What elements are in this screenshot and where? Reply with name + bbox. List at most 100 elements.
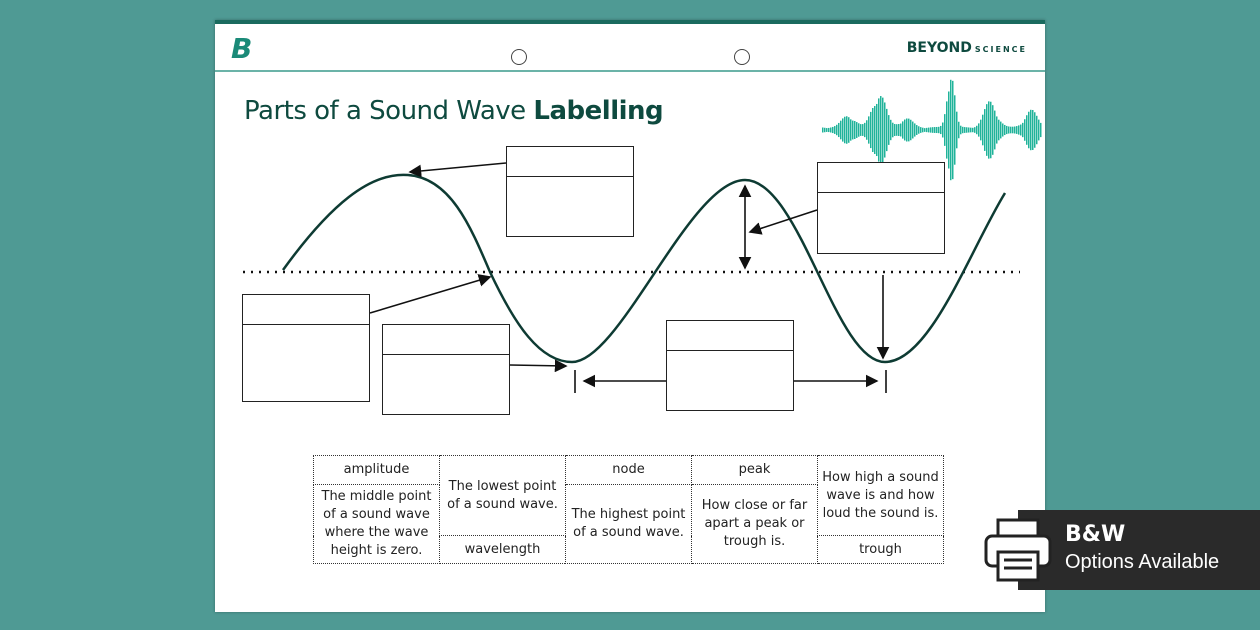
- waveform-bar: [832, 126, 834, 134]
- waveform-bar: [970, 127, 972, 133]
- waveform-bar: [1018, 125, 1020, 135]
- waveform-bar: [894, 123, 896, 137]
- waveform-bar: [946, 101, 948, 159]
- waveform-bar: [918, 126, 920, 134]
- waveform-bar: [1034, 112, 1036, 148]
- waveform-bar: [882, 97, 884, 163]
- waveform-bar: [974, 127, 976, 133]
- waveform-bar: [920, 127, 922, 133]
- waveform-bar: [992, 105, 994, 155]
- waveform-bar: [828, 127, 830, 133]
- waveform-bar: [906, 118, 908, 142]
- waveform-bar: [1030, 109, 1032, 151]
- waveform-bar: [944, 114, 946, 146]
- waveform-bar: [1040, 122, 1042, 138]
- arrow: [408, 162, 507, 178]
- waveform-bar: [964, 127, 966, 133]
- waveform-bar: [984, 109, 986, 151]
- waveform-bar: [916, 125, 918, 135]
- waveform-bar: [844, 116, 846, 144]
- cell: How high a sound wave is and how loud th…: [817, 455, 944, 536]
- label-box[interactable]: [242, 294, 370, 402]
- logo: B: [231, 32, 253, 65]
- bw-options-badge: B&W Options Available: [984, 510, 1260, 590]
- waveform-bar: [924, 128, 926, 132]
- waveform-bar: [948, 91, 950, 169]
- waveform-bar: [826, 128, 828, 132]
- waveform-bar: [1016, 126, 1018, 134]
- waveform-bar: [884, 102, 886, 158]
- waveform-bar: [962, 126, 964, 134]
- waveform-bar: [996, 116, 998, 144]
- waveform-bar: [926, 127, 928, 133]
- waveform-bar: [972, 127, 974, 133]
- waveform-bar: [976, 125, 978, 135]
- waveform-bar: [870, 111, 872, 149]
- waveform-bar: [912, 121, 914, 139]
- waveform-bar: [980, 119, 982, 141]
- waveform-bar: [838, 122, 840, 138]
- waveform-bar: [922, 127, 924, 133]
- waveform-bar: [880, 96, 882, 164]
- waveform-bar: [856, 122, 858, 138]
- waveform-bar: [902, 121, 904, 139]
- waveform-bar: [866, 120, 868, 140]
- waveform-bar: [878, 98, 880, 162]
- waveform-bar: [932, 127, 934, 133]
- waveform-bar: [900, 123, 902, 137]
- waveform-bar: [914, 123, 916, 137]
- waveform-bar: [848, 117, 850, 143]
- waveform-bar: [840, 120, 842, 140]
- waveform-bar: [834, 126, 836, 134]
- waveform-bar: [956, 111, 958, 149]
- waveform-bar: [890, 119, 892, 141]
- waveform-bar: [886, 108, 888, 152]
- waveform-bar: [864, 122, 866, 138]
- cell: trough: [817, 535, 944, 564]
- punch-hole: [734, 49, 750, 65]
- waveform-bar: [836, 124, 838, 136]
- waveform-bar: [888, 115, 890, 145]
- cell: The highest point of a sound wave.: [565, 484, 692, 564]
- waveform-bar: [994, 110, 996, 150]
- waveform-bar: [940, 125, 942, 135]
- label-box[interactable]: [382, 324, 510, 415]
- waveform-bar: [942, 122, 944, 138]
- waveform-bar: [954, 95, 956, 165]
- waveform-bar: [868, 116, 870, 144]
- waveform-graphic: [822, 79, 1042, 181]
- waveform-bar: [1028, 111, 1030, 149]
- waveform-bar: [982, 114, 984, 146]
- waveform-bar: [1012, 126, 1014, 134]
- waveform-bar: [852, 120, 854, 140]
- printer-icon: [984, 518, 1052, 582]
- waveform-bar: [950, 79, 952, 181]
- waveform-bar: [858, 123, 860, 137]
- cell: amplitude: [313, 455, 440, 485]
- waveform-bar: [936, 126, 938, 134]
- label-box[interactable]: [666, 320, 794, 411]
- waveform-bar: [904, 119, 906, 141]
- waveform-bar: [822, 127, 824, 133]
- waveform-bar: [938, 126, 940, 134]
- waveform-bar: [846, 116, 848, 144]
- waveform-bar: [990, 101, 992, 159]
- cell: The lowest point of a sound wave.: [439, 455, 566, 536]
- waveform-bar: [908, 118, 910, 142]
- waveform-bar: [842, 118, 844, 142]
- waveform-bar: [1024, 119, 1026, 141]
- label-box[interactable]: [817, 162, 945, 254]
- cell: How close or far apart a peak or trough …: [691, 484, 818, 564]
- waveform-bar: [830, 127, 832, 133]
- label-box[interactable]: [506, 146, 634, 237]
- punch-hole: [511, 49, 527, 65]
- cell: node: [565, 455, 692, 485]
- badge-subtitle: Options Available: [1065, 551, 1220, 573]
- waveform-bar: [1032, 109, 1034, 151]
- cell: wavelength: [439, 535, 566, 564]
- waveform-bar: [1006, 125, 1008, 135]
- waveform-bar: [958, 121, 960, 139]
- waveform-bar: [862, 124, 864, 136]
- waveform-bar: [910, 119, 912, 141]
- waveform-bar: [1000, 121, 1002, 139]
